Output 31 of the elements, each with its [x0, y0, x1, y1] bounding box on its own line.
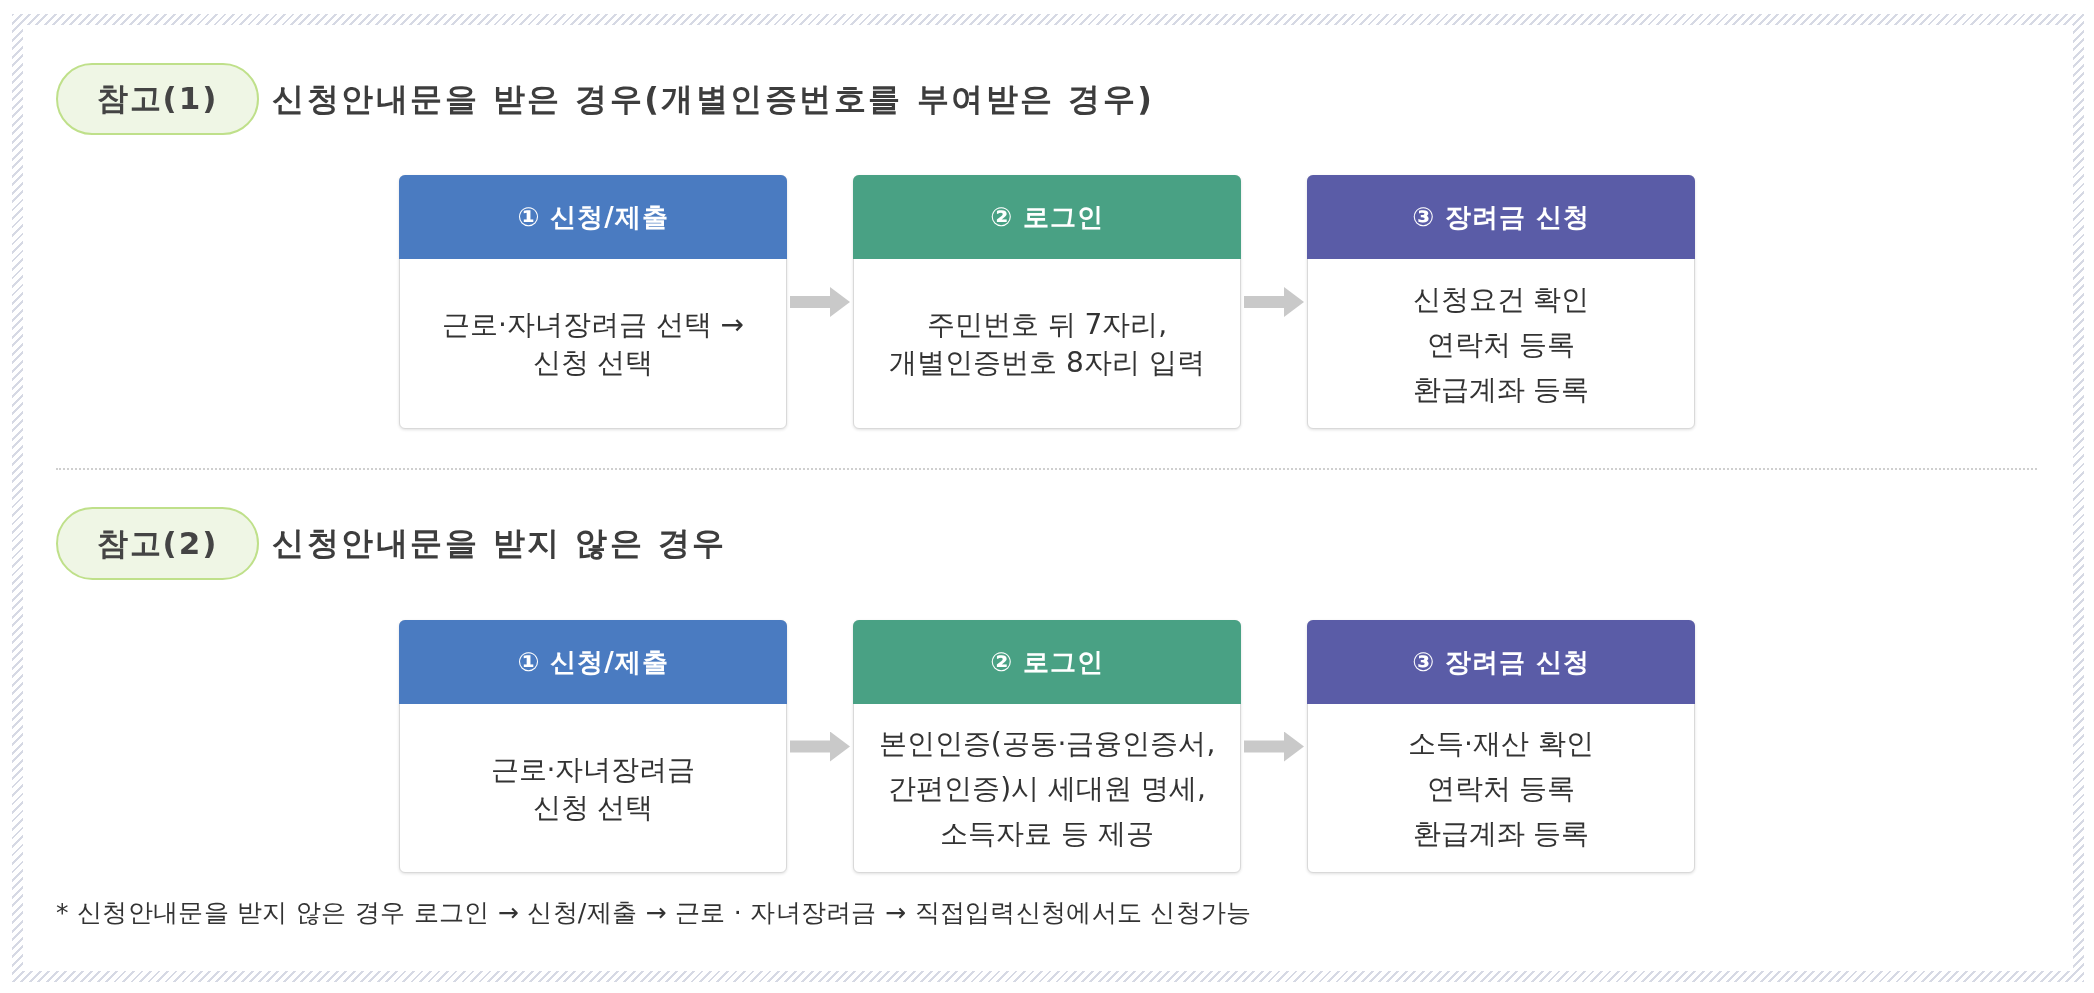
step-card [1307, 620, 1695, 873]
step-description: 본인인증(공동·금융인증서, 간편인증)시 세대원 명세, 소득자료 등 제공 [877, 726, 1217, 852]
step-header: ① 신청/제출 [399, 620, 787, 704]
step-header: ① 신청/제출 [399, 175, 787, 259]
step-card [399, 620, 787, 873]
step-description: 주민번호 뒤 7자리, 개별인증번호 8자리 입력 [888, 307, 1206, 381]
arrow [1244, 287, 1304, 317]
step-description: 신청요건 확인 [1412, 281, 1590, 318]
step-card [853, 620, 1241, 873]
step-description: 근로·자녀장려금 신청 선택 [489, 751, 697, 826]
section-heading: 신청안내문을 받은 경우(개별인증번호를 부여받은 경우) [272, 79, 1155, 120]
reference-label: 참고(2) [56, 507, 259, 580]
step-header: ③ 장려금 신청 [1307, 620, 1695, 704]
arrow [1244, 731, 1304, 762]
step-description: 근로·자녀장려금 선택 → 신청 선택 [440, 307, 746, 381]
footnote: * 신청안내문을 받지 않은 경우 로그인 → 신청/제출 → 근로 · 자녀장려금 → 직접입력신청에서도 신청가능 [56, 897, 1252, 929]
step-description: 환급계좌 등록 [1412, 816, 1590, 852]
step-card [1307, 175, 1695, 429]
reference-label: 참고(1) [56, 63, 259, 135]
section-heading: 신청안내문을 받지 않은 경우 [272, 523, 727, 564]
step-description: 연락처 등록 [1426, 326, 1576, 363]
step-header: ③ 장려금 신청 [1307, 175, 1695, 259]
step-header: ② 로그인 [853, 175, 1241, 259]
arrow [790, 731, 850, 762]
step-header: ② 로그인 [853, 620, 1241, 704]
arrow [790, 287, 850, 317]
step-description: 소득·재산 확인 [1408, 726, 1594, 762]
step-card [399, 175, 787, 429]
step-card [853, 175, 1241, 429]
step-description: 연락처 등록 [1426, 771, 1576, 807]
step-description: 환급계좌 등록 [1412, 371, 1590, 408]
